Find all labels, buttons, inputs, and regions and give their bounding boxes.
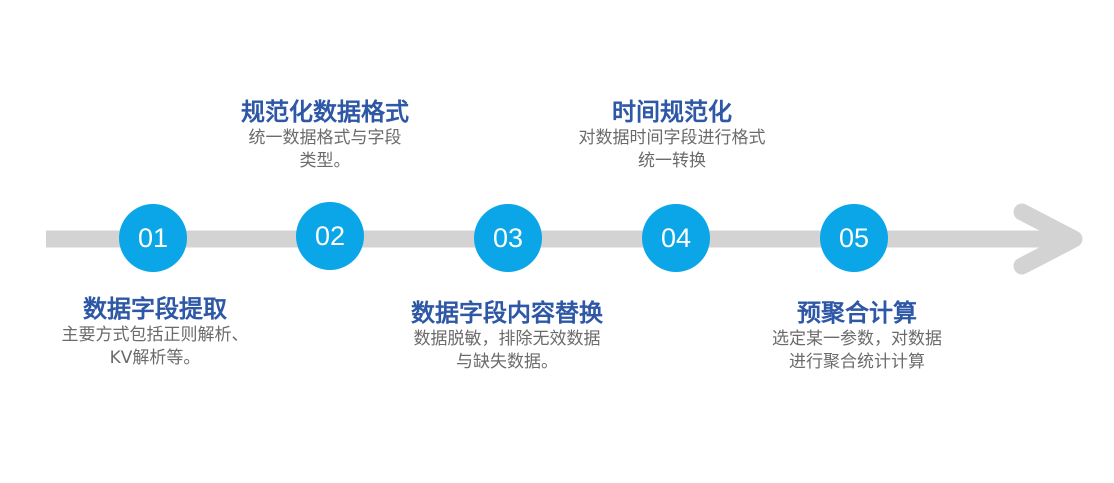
- timeline-arrow-head: [1013, 203, 1083, 275]
- step-3-desc: 数据脱敏，排除无效数据 与缺失数据。: [413, 329, 601, 372]
- step-2-text: 规范化数据格式 统一数据格式与字段 类型。: [200, 97, 450, 173]
- step-5-number: 05: [838, 222, 870, 253]
- step-2-desc: 统一数据格式与字段 类型。: [248, 128, 402, 171]
- step-1-text: 数据字段提取 主要方式包括正则解析、 KV解析等。: [10, 294, 300, 370]
- step-3-number: 03: [492, 222, 524, 253]
- step-1-title: 数据字段提取: [83, 295, 227, 323]
- step-4-number: 04: [660, 222, 692, 253]
- step-1-desc: 主要方式包括正则解析、 KV解析等。: [61, 325, 249, 368]
- step-4-circle: 04: [642, 204, 710, 272]
- step-3-circle: 03: [474, 204, 542, 272]
- step-5-title: 预聚合计算: [797, 299, 917, 327]
- step-4-desc: 对数据时间字段进行格式 统一转换: [578, 128, 766, 171]
- step-1-number: 01: [137, 222, 169, 253]
- step-5-circle: 05: [820, 204, 888, 272]
- step-3-text: 数据字段内容替换 数据脱敏，排除无效数据 与缺失数据。: [372, 298, 642, 374]
- step-5-text: 预聚合计算 选定某一参数，对数据 进行聚合统计计算: [732, 298, 982, 374]
- step-3-title: 数据字段内容替换: [411, 299, 603, 327]
- step-4-text: 时间规范化 对数据时间字段进行格式 统一转换: [547, 97, 797, 173]
- step-1-circle: 01: [119, 204, 187, 272]
- step-2-circle: 02: [296, 202, 364, 270]
- step-4-title: 时间规范化: [612, 98, 732, 126]
- step-2-title: 规范化数据格式: [241, 98, 409, 126]
- step-5-desc: 选定某一参数，对数据 进行聚合统计计算: [772, 329, 942, 372]
- step-2-number: 02: [314, 220, 346, 251]
